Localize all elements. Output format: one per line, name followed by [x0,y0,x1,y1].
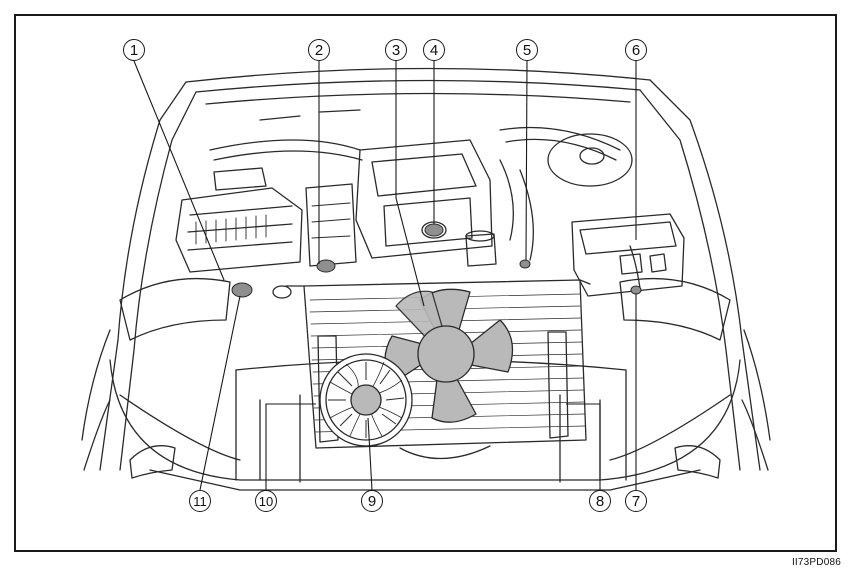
callout-11: 11 [189,490,211,512]
engine-cover [355,139,493,259]
callout-3: 3 [385,39,407,61]
right-headlight [619,277,731,341]
radiator [303,279,587,449]
callout-2: 2 [308,39,330,61]
leader-lines [133,60,637,491]
callout-1: 1 [123,39,145,61]
battery [571,213,685,297]
figure-frame [14,14,837,552]
radiator-cap [272,285,292,299]
brake-booster [547,133,633,187]
fluid-reservoir [465,233,497,267]
coolant-reservoir [305,183,357,267]
dipstick-shade [519,259,531,269]
oil-cap-shade [424,223,444,237]
left-fender [99,81,187,471]
callout-9: 9 [361,490,383,512]
callout-8: 8 [589,490,611,512]
callout-10: 10 [255,490,277,512]
left-headlight [119,277,231,341]
air-cleaner [175,187,303,273]
electric-fan [319,353,413,447]
callout-4: 4 [423,39,445,61]
callout-7: 7 [625,490,647,512]
callout-5: 5 [516,39,538,61]
hood-outline [185,67,651,83]
washer-cap-shade [231,282,253,298]
front-bumper [109,359,741,481]
fuse-box-shade [630,285,642,295]
right-fender [649,79,761,471]
figure-code: II73PD086 [791,557,841,568]
coolant-cap-shade [316,259,336,273]
callout-6: 6 [625,39,647,61]
